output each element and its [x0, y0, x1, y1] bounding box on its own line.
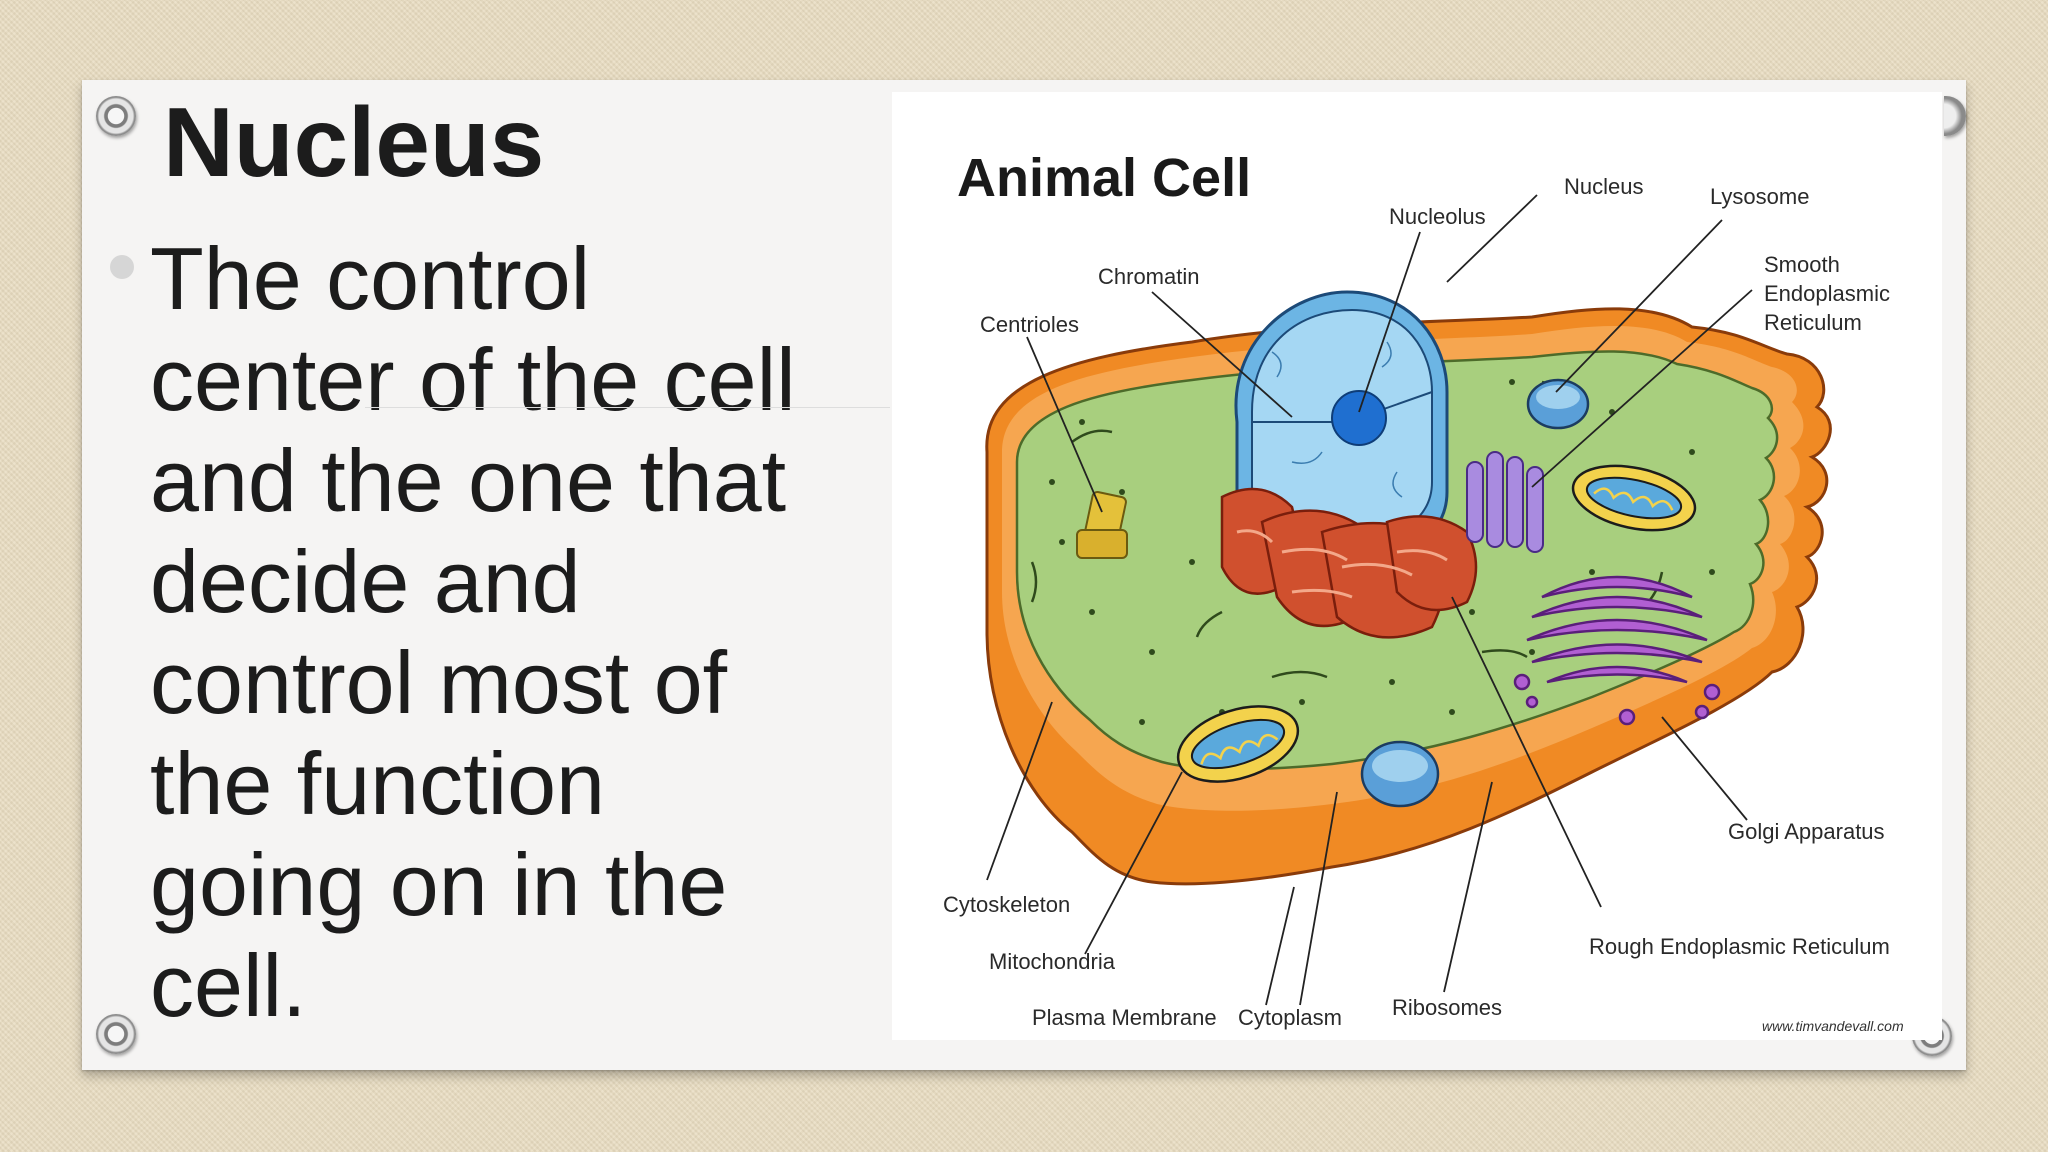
label-ribosomes: Ribosomes [1392, 995, 1502, 1020]
diagram-panel: Animal Cell [892, 92, 1942, 1040]
slide-title: Nucleus [163, 87, 545, 197]
centriole-shape [1076, 491, 1128, 559]
smooth-er-shape [1466, 451, 1544, 553]
label-chromatin: Chromatin [1098, 264, 1199, 289]
label-golgi-apparatus: Golgi Apparatus [1728, 819, 1885, 844]
diagram-title: Animal Cell [957, 148, 1251, 208]
mitochondrion-shape-1 [1176, 705, 1300, 783]
pin-icon-top-right [1944, 96, 1966, 136]
animal-cell-diagram: Animal Cell [943, 148, 1904, 1034]
lysosome-shape-1 [1526, 378, 1590, 430]
label-plasma-membrane: Plasma Membrane [1032, 1005, 1217, 1030]
label-smooth-er-line-1: Smooth [1764, 252, 1840, 277]
nucleolus-shape [1331, 390, 1387, 446]
rough-er-folds [1236, 529, 1448, 599]
divider-line [365, 407, 890, 408]
pin-icon-top-left [96, 96, 136, 136]
lysosome-shape-2 [1360, 740, 1440, 808]
label-lysosome: Lysosome [1710, 184, 1809, 209]
label-cytoplasm: Cytoplasm [1238, 1005, 1342, 1030]
label-rough-er: Rough Endoplasmic Reticulum [1589, 934, 1890, 959]
bullet-icon [110, 255, 134, 279]
label-cytoskeleton: Cytoskeleton [943, 892, 1070, 917]
label-nucleolus: Nucleolus [1389, 204, 1486, 229]
label-smooth-er-line-2: Endoplasmic [1764, 281, 1890, 306]
mitochondrion-shape-2 [1571, 464, 1697, 532]
label-centrioles: Centrioles [980, 312, 1079, 337]
label-mitochondria: Mitochondria [989, 949, 1116, 974]
image-credit: www.timvandevall.com [1762, 1018, 1904, 1034]
label-leader-lines [986, 194, 1753, 1006]
slide-body-text: The control center of the cell and the o… [150, 229, 796, 1035]
nucleus-shape [1234, 290, 1449, 565]
label-smooth-er-line-3: Reticulum [1764, 310, 1862, 335]
label-nucleus: Nucleus [1564, 174, 1643, 199]
pin-icon-bottom-left [96, 1014, 136, 1054]
golgi-shape [1513, 575, 1721, 726]
